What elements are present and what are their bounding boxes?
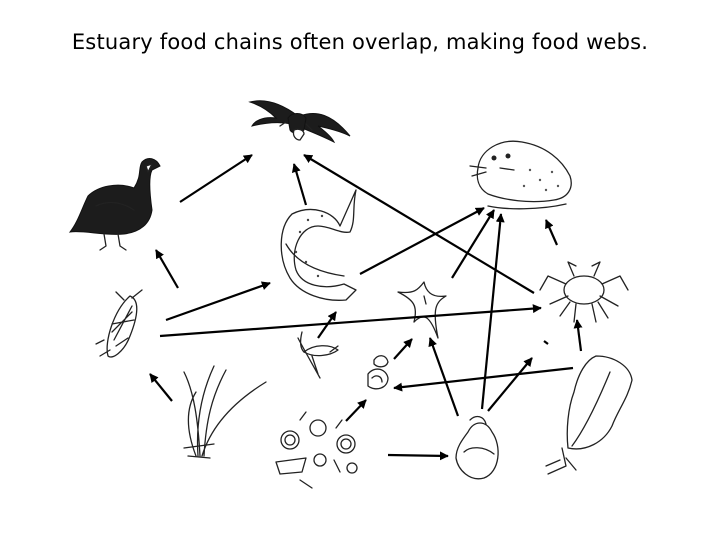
arrow-salmon-to-seal xyxy=(359,207,485,275)
starfish-icon xyxy=(397,281,447,339)
shrimp-icon xyxy=(297,331,339,379)
arrow-isopod-to-goose xyxy=(155,249,179,289)
salmon-icon xyxy=(280,189,357,301)
goose-icon xyxy=(68,158,161,251)
arrow-salmon-to-eagle xyxy=(291,163,308,206)
arrow-isopod-to-crab xyxy=(159,304,542,338)
arrow-clam-to-starfish xyxy=(428,337,460,417)
eelgrass-icon xyxy=(183,365,267,459)
clam-icon xyxy=(455,415,499,480)
arrow-seaweed-to-crab xyxy=(573,319,583,352)
arrow-shrimp-to-salmon xyxy=(317,311,337,339)
seaweed-icon xyxy=(545,355,633,475)
arrow-isopod-to-salmon xyxy=(165,281,271,322)
isopod-icon xyxy=(95,289,143,358)
arrow-stub xyxy=(543,340,549,345)
seal-icon xyxy=(469,140,572,210)
arrow-plankton-to-clam xyxy=(387,451,449,461)
arrow-seaweed-to-snail xyxy=(393,366,574,392)
arrows-layer xyxy=(149,154,583,461)
crab-icon xyxy=(539,261,629,323)
arrow-clam-to-crab-area xyxy=(487,357,533,412)
arrow-snail-to-starfish xyxy=(393,338,413,360)
diagram-title: Estuary food chains often overlap, makin… xyxy=(71,30,649,54)
arrow-goose-to-eagle xyxy=(179,154,253,203)
eagle-icon xyxy=(248,100,351,144)
snail-icon xyxy=(367,355,389,390)
arrow-starfish-to-seal xyxy=(451,209,495,279)
arrow-plankton-to-snail xyxy=(345,399,367,422)
plankton-icon xyxy=(275,411,358,489)
arrow-eelgrass-to-isopod xyxy=(149,373,173,402)
arrow-crab-to-seal xyxy=(544,219,559,246)
